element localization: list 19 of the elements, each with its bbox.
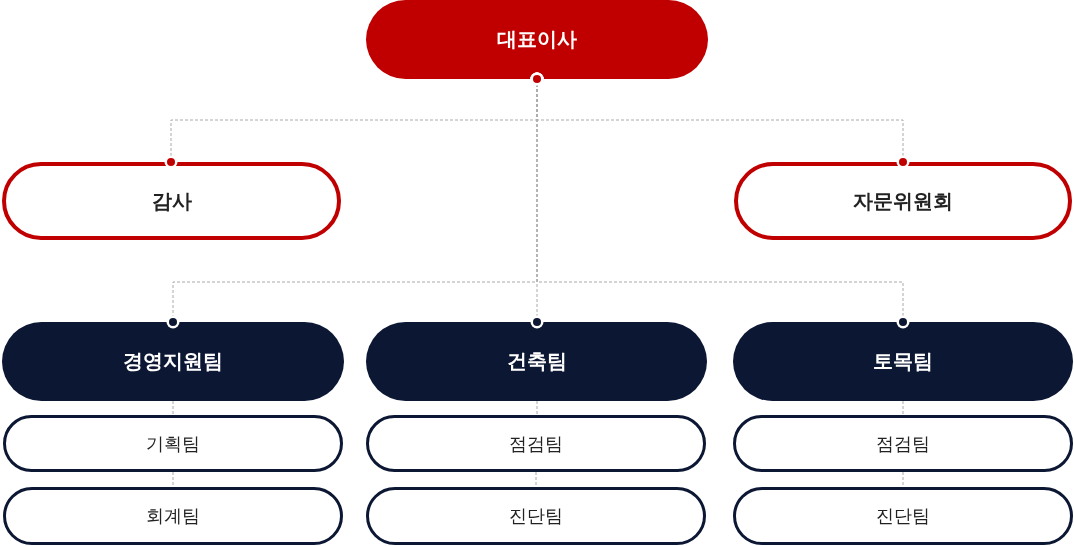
connector-line bbox=[902, 471, 904, 488]
team-box: 토목팀 bbox=[733, 322, 1073, 401]
unit-box: 회계팀 bbox=[3, 487, 343, 545]
unit-box: 진단팀 bbox=[733, 487, 1073, 545]
connector-line bbox=[172, 471, 174, 488]
connector-line bbox=[536, 400, 538, 416]
connector-line bbox=[902, 400, 904, 416]
connector-line bbox=[535, 471, 537, 488]
unit-box: 점검팀 bbox=[733, 415, 1073, 472]
unit-box: 점검팀 bbox=[366, 415, 706, 472]
team-box: 경영지원팀 bbox=[2, 322, 344, 401]
unit-box: 진단팀 bbox=[366, 487, 706, 545]
team-box: 건축팀 bbox=[366, 322, 707, 401]
unit-box: 기획팀 bbox=[3, 415, 343, 472]
office-box: 자문위원회 bbox=[734, 162, 1072, 240]
leader-box: 대표이사 bbox=[366, 0, 708, 79]
office-box: 감사 bbox=[2, 162, 341, 240]
connector-line bbox=[530, 72, 910, 329]
connector-line bbox=[172, 400, 174, 416]
